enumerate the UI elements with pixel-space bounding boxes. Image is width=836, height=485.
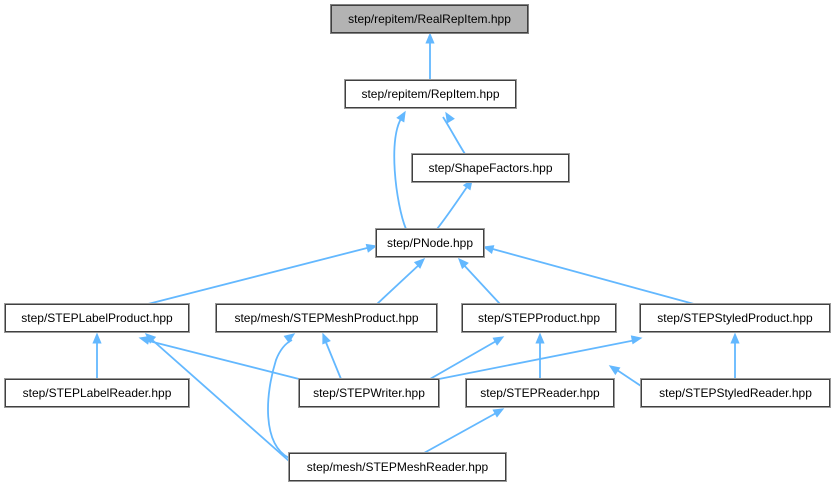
graph-node-label: step/repitem/RepItem.hpp [361,87,500,101]
graph-node-stepproduct[interactable]: step/STEPProduct.hpp [461,303,617,333]
graph-edge-arrowhead [283,333,296,344]
graph-edge-arrowhead [457,257,469,270]
graph-node-steplabelreader[interactable]: step/STEPLabelReader.hpp [4,378,190,408]
graph-edge [436,183,470,230]
graph-node-label: step/STEPStyledProduct.hpp [657,311,813,325]
graph-node-stepreader[interactable]: step/STEPReader.hpp [465,378,615,408]
graph-node-realrepitem[interactable]: step/repitem/RealRepItem.hpp [330,4,529,34]
graph-node-stepstyledreader[interactable]: step/STEPStyledReader.hpp [640,378,831,408]
graph-edge-arrowhead [492,336,505,346]
graph-node-label: step/PNode.hpp [386,236,474,250]
graph-node-stepwriter[interactable]: step/STEPWriter.hpp [298,378,440,408]
graph-edge-arrowhead [425,32,435,44]
graph-node-stepmeshproduct[interactable]: step/mesh/STEPMeshProduct.hpp [215,303,438,333]
graph-node-shapefactors[interactable]: step/ShapeFactors.hpp [411,153,570,183]
graph-node-label: step/mesh/STEPMeshProduct.hpp [234,311,419,325]
graph-edge [488,247,695,305]
graph-edge [442,116,466,155]
graph-node-stepmeshreader[interactable]: step/mesh/STEPMeshReader.hpp [288,452,507,482]
graph-edge-arrowhead [144,333,157,344]
graph-edge-arrowhead [322,332,331,345]
graph-edge-arrowhead [445,111,455,124]
graph-edge-arrowhead [730,332,740,344]
graph-edge [376,262,422,305]
graph-edge [324,339,342,380]
graph-node-label: step/STEPProduct.hpp [477,311,601,325]
graph-node-label: step/repitem/RealRepItem.hpp [348,12,511,26]
graph-edge-arrowhead [92,332,102,344]
graph-node-label: step/STEPLabelReader.hpp [22,386,172,400]
graph-edge [147,246,372,305]
graph-edge-arrowhead [482,245,495,254]
graph-edge-arrowhead [535,332,545,344]
graph-edge-arrowhead [608,365,621,376]
graph-edge [267,339,293,459]
graph-node-steplabelproduct[interactable]: step/STEPLabelProduct.hpp [4,303,190,333]
graph-edge [461,262,501,305]
graph-node-label: step/STEPLabelProduct.hpp [21,311,173,325]
graph-node-pnode[interactable]: step/PNode.hpp [375,228,485,258]
graph-edge [423,411,499,454]
graph-node-label: step/ShapeFactors.hpp [428,161,553,175]
graph-edge-arrowhead [365,243,378,253]
graph-edge [613,367,642,387]
graph-edge [429,339,499,380]
graph-edge [149,337,290,462]
graph-edge [438,339,637,380]
graph-node-label: step/STEPStyledReader.hpp [659,386,812,400]
graph-edge [393,115,407,230]
graph-edge-arrowhead [413,257,426,269]
graph-node-label: step/mesh/STEPMeshReader.hpp [306,460,489,474]
graph-edge-arrowhead [492,408,505,418]
graph-edge-arrowhead [396,110,406,123]
graph-edge-arrowhead [630,335,643,345]
graph-node-stepstyledproduct[interactable]: step/STEPStyledProduct.hpp [639,303,831,333]
graph-node-label: step/STEPReader.hpp [480,386,600,400]
graph-node-label: step/STEPWriter.hpp [313,386,425,400]
graph-node-repitem[interactable]: step/repitem/RepItem.hpp [344,79,517,109]
